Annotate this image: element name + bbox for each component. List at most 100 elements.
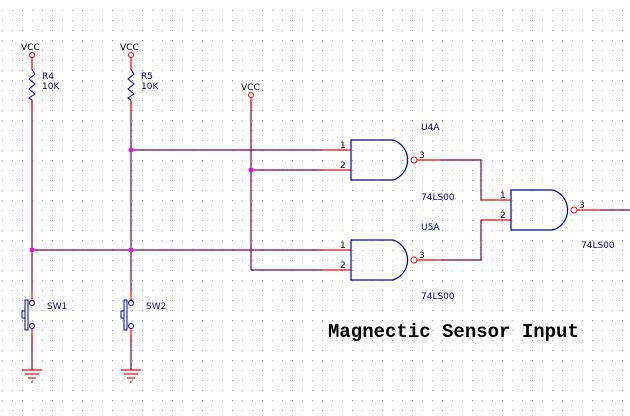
grid-dot [222,130,223,131]
grid-dot [322,310,323,311]
grid-dot [502,80,503,81]
grid-dot [292,30,293,31]
grid-dot [592,310,593,311]
grid-dot [122,350,123,351]
grid-dot [122,180,123,181]
grid-dot [262,10,263,11]
grid-dot [72,370,73,371]
grid-dot [272,30,273,31]
grid-dot [42,190,43,191]
grid-dot [472,40,473,41]
grid-dot [332,410,333,411]
grid-dot [382,190,383,191]
grid-dot [452,10,453,11]
grid-dot [62,90,63,91]
grid-dot [22,410,23,411]
grid-dot [422,130,423,131]
grid-dot [152,30,153,31]
grid-dot [622,30,623,31]
grid-dot [432,360,433,361]
grid-dot [612,150,613,151]
grid-dot [52,390,53,391]
grid-dot [162,320,163,321]
grid-dot [402,370,403,371]
grid-dot [442,390,443,391]
grid-dot [32,90,33,91]
grid-dot [152,390,153,391]
grid-dot [482,300,483,301]
grid-dot [122,90,123,91]
grid-dot [422,400,423,401]
grid-dot [152,100,153,101]
grid-dot [552,410,553,411]
grid-dot [512,100,513,101]
grid-dot [622,370,623,371]
grid-dot [42,340,43,341]
grid-dot [162,50,163,51]
grid-dot [432,380,433,381]
grid-dot [92,40,93,41]
grid-dot [92,150,93,151]
grid-dot [512,40,513,41]
grid-dot [512,60,513,61]
grid-dot [562,70,563,71]
grid-dot [432,320,433,321]
grid-dot [162,300,163,301]
grid-dot [522,360,523,361]
grid-dot [182,120,183,121]
grid-dot [352,260,353,261]
grid-dot [282,210,283,211]
grid-dot [532,30,533,31]
grid-dot [322,130,323,131]
grid-dot [492,40,493,41]
grid-dot [282,410,283,411]
grid-dot [492,290,493,291]
grid-dot [92,140,93,141]
grid-dot [172,80,173,81]
gate-ref: U4A [421,123,440,133]
grid-dot [532,80,533,81]
grid-dot [302,380,303,381]
grid-dot [592,80,593,81]
grid-dot [482,380,483,381]
grid-dot [392,210,393,211]
grid-dot [532,250,533,251]
grid-dot [292,140,293,141]
grid-dot [52,220,53,221]
grid-dot [112,220,113,221]
grid-dot [412,180,413,181]
grid-dot [12,320,13,321]
grid-dot [202,10,203,11]
grid-dot [522,100,523,101]
grid-dot [552,80,553,81]
grid-dot [362,400,363,401]
grid-dot [182,370,183,371]
grid-dot [462,360,463,361]
grid-dot [462,390,463,391]
grid-dot [172,10,173,11]
grid-dot [582,360,583,361]
grid-dot [562,80,563,81]
grid-dot [22,280,23,281]
grid-dot [512,150,513,151]
grid-dot [412,50,413,51]
grid-dot [252,20,253,21]
grid-dot [352,20,353,21]
grid-dot [372,300,373,301]
grid-dot [212,270,213,271]
grid-dot [502,260,503,261]
grid-dot [622,310,623,311]
grid-dot [132,350,133,351]
grid-dot [142,210,143,211]
grid-dot [552,280,553,281]
grid-dot [352,360,353,361]
grid-dot [2,90,3,91]
grid-dot [82,140,83,141]
grid-dot [312,370,313,371]
grid-dot [92,210,93,211]
grid-dot [52,300,53,301]
grid-dot [622,250,623,251]
grid-dot [592,40,593,41]
grid-dot [492,180,493,181]
grid-dot [312,350,313,351]
